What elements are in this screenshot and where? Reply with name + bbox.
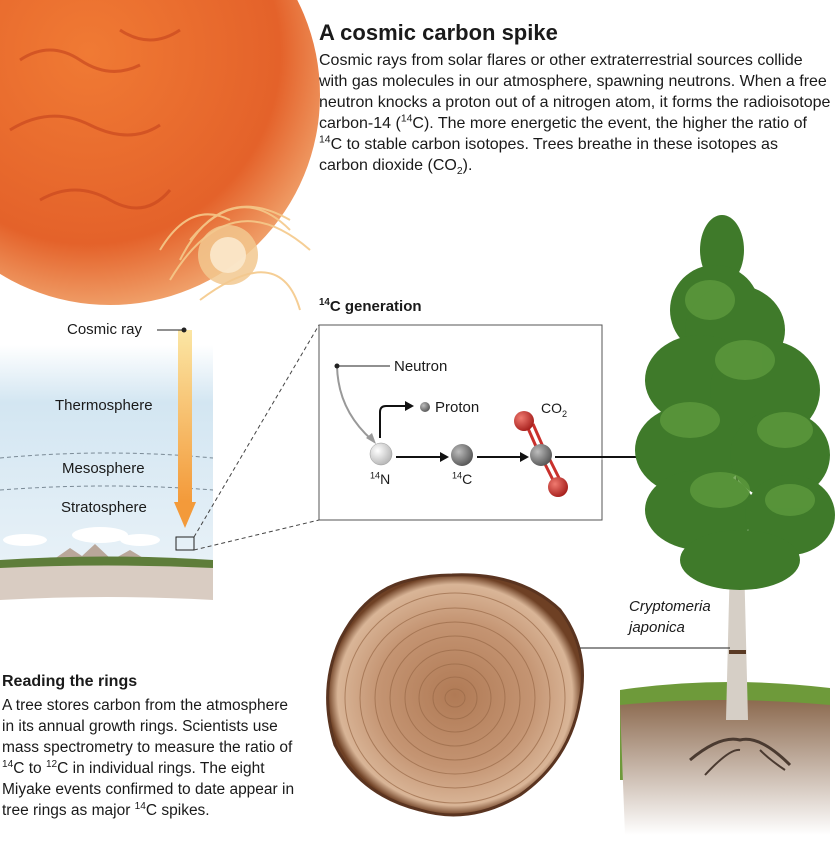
generation-title: 14C generation (319, 297, 422, 315)
carbon14-label: 14C (452, 470, 473, 487)
mesosphere-label: Mesosphere (62, 460, 145, 477)
intro-paragraph: Cosmic rays from solar flares or other e… (319, 52, 831, 178)
atmosphere-panel (0, 345, 214, 600)
sun (0, 0, 320, 311)
neutron-path (334, 363, 390, 444)
carbon-atom (451, 444, 473, 466)
thermosphere-label: Thermosphere (55, 397, 153, 414)
cosmic-ray-arrow (157, 327, 196, 528)
nitrogen-label: 14N (370, 470, 391, 487)
neutron-label: Neutron (394, 358, 448, 375)
zoom-marker (175, 536, 195, 551)
proton-path (379, 401, 430, 438)
stratosphere-label: Stratosphere (61, 499, 147, 516)
proton-label: Proton (435, 399, 480, 416)
co2-label: CO2 (541, 400, 568, 419)
co2-molecule (514, 411, 568, 497)
cosmic-ray-label: Cosmic ray (67, 321, 143, 338)
rings-title: Reading the rings (2, 673, 138, 690)
rings-paragraph: A tree stores carbon from the atmosphere… (2, 697, 295, 819)
tree-ring-cross-section (326, 573, 730, 817)
tree-illustration (620, 215, 835, 835)
page-title: A cosmic carbon spike (319, 20, 558, 45)
nitrogen-atom (369, 442, 393, 466)
proton-particle (420, 402, 430, 412)
